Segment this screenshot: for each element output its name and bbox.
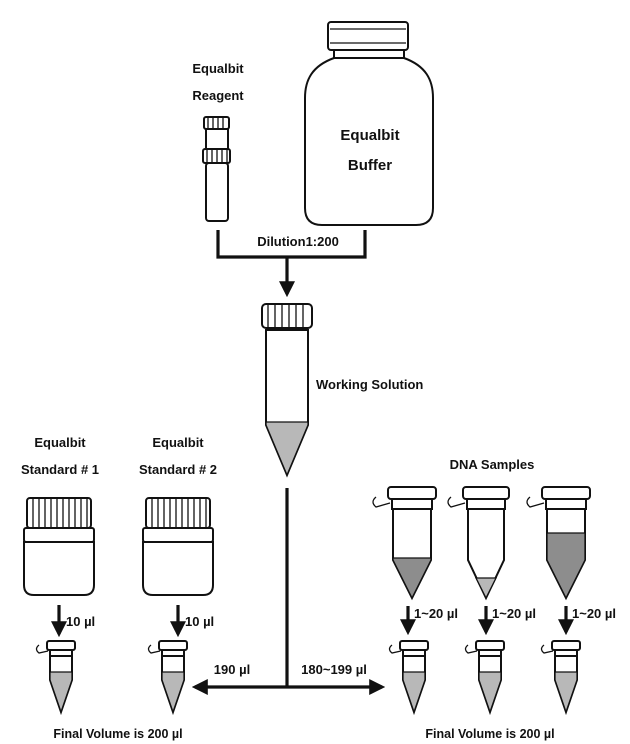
buffer-bottle-icon — [304, 21, 434, 226]
sample3-microtube-icon — [540, 640, 581, 716]
std1-volume-label: 10 µl — [66, 614, 95, 629]
sample2-microtube-icon — [464, 640, 505, 716]
std1-microtube-icon — [35, 640, 76, 716]
dna-sample1-tube-icon — [372, 486, 437, 601]
working-solution-label: Working Solution — [316, 377, 423, 392]
std1-label-line2: Standard # 1 — [21, 462, 99, 477]
final-volume-left: Final Volume is 200 µl — [53, 727, 182, 741]
standard2-bottle-icon — [142, 497, 214, 596]
dilution-label: Dilution1:200 — [257, 234, 339, 249]
sample1-volume-label: 1~20 µl — [414, 606, 458, 621]
final-volume-right: Final Volume is 200 µl — [425, 727, 554, 741]
std2-volume-label: 10 µl — [185, 614, 214, 629]
std2-label-line1: Equalbit — [152, 435, 204, 450]
buffer-label-line1: Equalbit — [340, 127, 399, 144]
reagent-label-line1: Equalbit — [192, 61, 244, 76]
reagent-tube-icon — [202, 116, 231, 222]
std2-label-line2: Standard # 2 — [139, 462, 217, 477]
standard1-bottle-icon — [23, 497, 95, 596]
dna-sample2-tube-icon — [447, 486, 510, 601]
sample1-microtube-icon — [388, 640, 429, 716]
dna-samples-label: DNA Samples — [450, 457, 535, 472]
buffer-label-line2: Buffer — [348, 157, 392, 174]
dilution-bracket — [216, 230, 367, 259]
left-branch-volume: 190 µl — [214, 662, 250, 677]
working-solution-tube-icon — [261, 303, 313, 478]
std1-label-line1: Equalbit — [34, 435, 86, 450]
dna-sample3-tube-icon — [526, 486, 591, 601]
reagent-label-line2: Reagent — [192, 88, 244, 103]
sample2-volume-label: 1~20 µl — [492, 606, 536, 621]
std2-microtube-icon — [147, 640, 188, 716]
sample3-volume-label: 1~20 µl — [572, 606, 616, 621]
right-branch-volume: 180~199 µl — [301, 662, 367, 677]
